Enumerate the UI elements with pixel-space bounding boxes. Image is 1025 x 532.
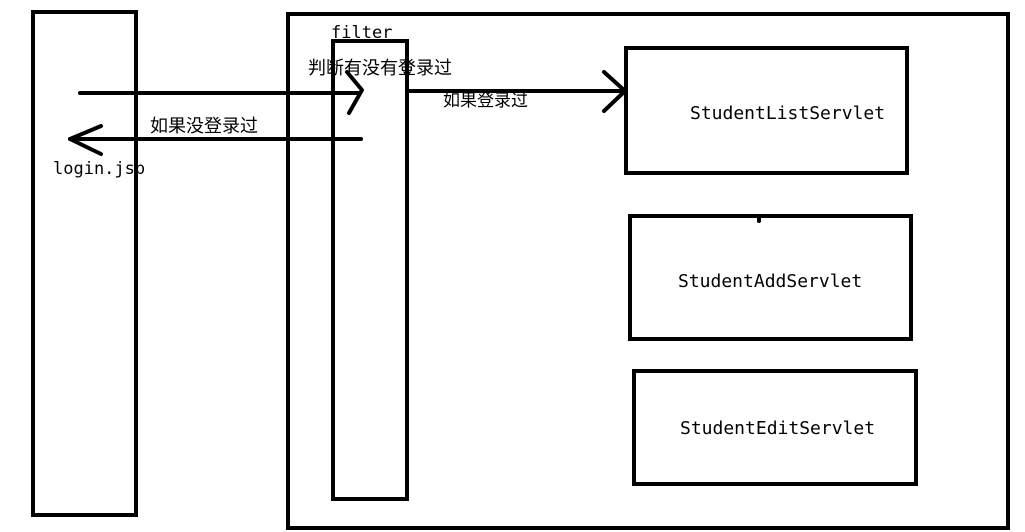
login-jsp-label: login.jsp (53, 159, 145, 179)
student-edit-servlet-label: StudentEditServlet (680, 418, 875, 439)
filter-column (331, 39, 409, 501)
not-logged-in-label: 如果没登录过 (150, 116, 258, 137)
student-add-servlet-label: StudentAddServlet (678, 271, 862, 292)
server-container (286, 12, 1010, 530)
logged-in-label: 如果登录过 (443, 91, 528, 111)
client-column (31, 10, 138, 517)
request-arrow-head (345, 70, 364, 115)
filter-label: filter (331, 23, 392, 43)
student-add-servlet-box (628, 214, 913, 341)
not-logged-in-arrow-head (68, 124, 103, 156)
logged-in-arrow-head (602, 70, 627, 113)
student-list-servlet-label: StudentListServlet (690, 103, 885, 124)
student-edit-servlet-box (632, 369, 918, 486)
student-list-servlet-box (624, 46, 909, 175)
request-check-label: 判断有没有登录过 (308, 58, 452, 79)
